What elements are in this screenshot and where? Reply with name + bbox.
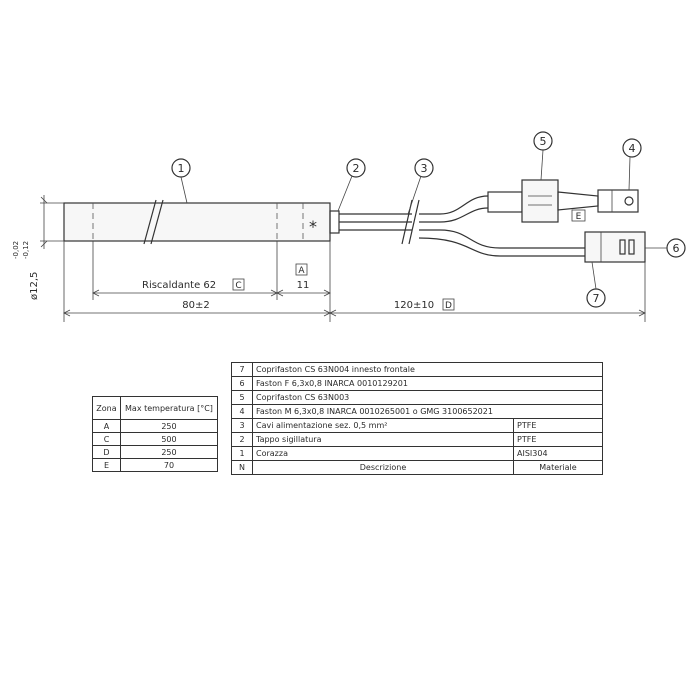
temperature-cell: 250 [119, 419, 219, 433]
zone-cell: D [92, 445, 121, 459]
zone-temperature-table: Zona Max temperatura [°C] A 250 C 500 D … [92, 396, 219, 472]
zone-c-box [232, 278, 245, 291]
svg-text:5: 5 [540, 135, 547, 148]
table-row: 5 Coprifaston CS 63N003 [231, 390, 603, 405]
part-description-cell: Coprifaston CS 63N004 innesto frontale [252, 362, 603, 377]
overall-dimensions [63, 309, 646, 317]
tail-length-label: 11 [297, 280, 310, 291]
part-description-cell: Corazza [252, 446, 514, 461]
part-description-cell: Faston M 6,3x0,8 INARCA 0010265001 o GMG… [252, 404, 603, 419]
table-row: 7 Coprifaston CS 63N004 innesto frontale [231, 362, 603, 377]
svg-text:3: 3 [421, 162, 428, 175]
callout-1: 1 [171, 158, 191, 204]
table-row: D 250 [92, 445, 219, 459]
part-description-cell: Tappo sigillatura [252, 432, 514, 447]
part-number-cell: 5 [231, 390, 253, 405]
part-number-cell: 3 [231, 418, 253, 433]
temperature-cell: 500 [119, 432, 219, 446]
extension-lines [63, 241, 646, 322]
callout-2: 2 [337, 158, 366, 212]
table-row: 2 Tappo sigillatura PTFE [231, 432, 603, 447]
svg-text:2: 2 [353, 162, 360, 175]
part-number-cell: 6 [231, 376, 253, 391]
diameter-dimension [40, 195, 64, 249]
table-row: E 70 [92, 458, 219, 472]
table-row: 6 Faston F 6,3x0,8 INARCA 0010129201 [231, 376, 603, 391]
parts-list-table: 7 Coprifaston CS 63N004 innesto frontale… [231, 362, 603, 475]
svg-text:7: 7 [593, 292, 600, 305]
zone-c-label: C [235, 281, 241, 291]
max-temperature-column-header: Max temperatura [°C] [119, 396, 219, 420]
diameter-label: ø12,5 [29, 272, 40, 300]
temperature-cell: 250 [119, 445, 219, 459]
table-row: 1 Corazza AISI304 [231, 446, 603, 461]
part-number-cell: 1 [231, 446, 253, 461]
callout-3: 3 [407, 158, 434, 215]
part-number-cell: 7 [231, 362, 253, 377]
table-row: C 500 [92, 432, 219, 446]
table-row: 3 Cavi alimentazione sez. 0,5 mm² PTFE [231, 418, 603, 433]
heating-length-dimension [92, 289, 331, 297]
zone-table-header: Zona Max temperatura [°C] [92, 396, 219, 420]
lead-length-label: 120±10 [394, 300, 434, 311]
parts-table-header: N Descrizione Materiale [231, 460, 603, 475]
heating-length-label: Riscaldante 62 [142, 280, 216, 291]
table-row: A 250 [92, 419, 219, 433]
body-length-label: 80±2 [182, 300, 209, 311]
seal-mark: * [309, 217, 317, 236]
zone-a-label: A [298, 266, 305, 276]
zone-cell: E [92, 458, 121, 472]
seal-plug [329, 210, 340, 234]
zone-column-header: Zona [92, 396, 121, 420]
number-column-header: N [231, 460, 253, 475]
svg-text:1: 1 [178, 162, 185, 175]
description-column-header: Descrizione [252, 460, 514, 475]
part-material-cell: PTFE [513, 418, 603, 433]
part-material-cell: PTFE [513, 432, 603, 447]
part-material-cell: AISI304 [513, 446, 603, 461]
callout-5: 5 [533, 131, 553, 181]
part-description-cell: Cavi alimentazione sez. 0,5 mm² [252, 418, 514, 433]
zone-a-box [295, 263, 308, 276]
female-faston-assembly [584, 231, 646, 263]
callout-4: 4 [622, 138, 642, 191]
zone-cell: C [92, 432, 121, 446]
zone-d-label: D [445, 301, 452, 311]
temperature-cell: 70 [119, 458, 219, 472]
heater-sheath [63, 199, 331, 245]
tolerance-lower: -0,12 [22, 241, 30, 259]
part-number-cell: 2 [231, 432, 253, 447]
power-cables [339, 195, 585, 257]
callout-6: 6 [645, 238, 686, 258]
zone-e-box [571, 209, 586, 222]
part-number-cell: 4 [231, 404, 253, 419]
table-row: 4 Faston M 6,3x0,8 INARCA 0010265001 o G… [231, 404, 603, 419]
male-faston-assembly [487, 179, 639, 223]
part-description-cell: Faston F 6,3x0,8 INARCA 0010129201 [252, 376, 603, 391]
svg-text:6: 6 [673, 242, 680, 255]
zone-d-box [442, 298, 455, 311]
part-description-cell: Coprifaston CS 63N003 [252, 390, 603, 405]
tolerance-upper: -0,02 [12, 241, 20, 259]
zone-e-label: E [576, 212, 582, 222]
svg-text:4: 4 [629, 142, 636, 155]
callout-7: 7 [586, 261, 606, 308]
material-column-header: Materiale [513, 460, 603, 475]
zone-cell: A [92, 419, 121, 433]
